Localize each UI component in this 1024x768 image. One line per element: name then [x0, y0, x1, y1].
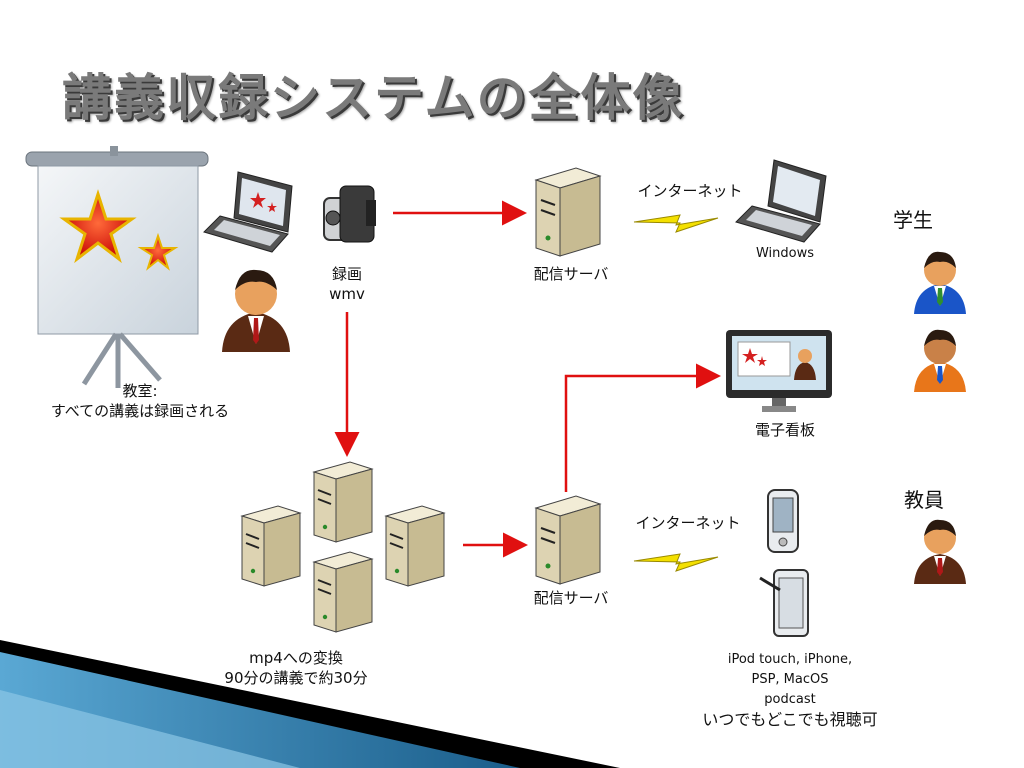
faculty-label: 教員: [904, 488, 944, 512]
arrow-server-to-signage: [564, 363, 721, 492]
conversion-label-line2: 90分の講義で約30分: [224, 669, 368, 687]
recording-label-line2: wmv: [329, 285, 365, 303]
devices-label-line1: iPod touch, iPhone,: [727, 652, 853, 667]
recording-label-line1: 録画: [331, 265, 362, 283]
devices-label: iPod touch, iPhone, PSP, MacOS podcast い…: [680, 650, 900, 730]
cluster-server-1: [312, 461, 374, 543]
cluster-server-2: [240, 505, 302, 587]
conversion-label: mp4への変換 90分の講義で約30分: [196, 648, 396, 688]
windows-label: Windows: [755, 246, 815, 261]
cluster-server-4: [312, 551, 374, 633]
server-top-label: 配信サーバ: [533, 265, 609, 283]
classroom-label-line2: すべての講義は録画される: [50, 402, 230, 420]
internet-bolt-bottom: [633, 553, 719, 572]
students-label: 学生: [893, 208, 933, 232]
classroom-label-line1: 教室:: [122, 382, 158, 400]
recording-label: 録画 wmv: [312, 264, 382, 304]
devices-label-line2: PSP, MacOS: [751, 672, 829, 687]
cluster-server-3: [384, 505, 446, 587]
internet-top-label: インターネット: [637, 182, 743, 200]
server-bottom-label: 配信サーバ: [533, 589, 609, 607]
internet-bolt-top: [633, 214, 719, 233]
classroom-label: 教室: すべての講義は録画される: [40, 381, 240, 421]
internet-bottom-label: インターネット: [635, 514, 741, 532]
conversion-label-line1: mp4への変換: [249, 649, 343, 667]
devices-label-line3: podcast: [764, 692, 816, 707]
signage-label: 電子看板: [754, 421, 815, 439]
devices-label-line4: いつでもどこでも視聴可: [702, 710, 878, 729]
page-title: 講義収録システムの全体像: [62, 69, 685, 127]
